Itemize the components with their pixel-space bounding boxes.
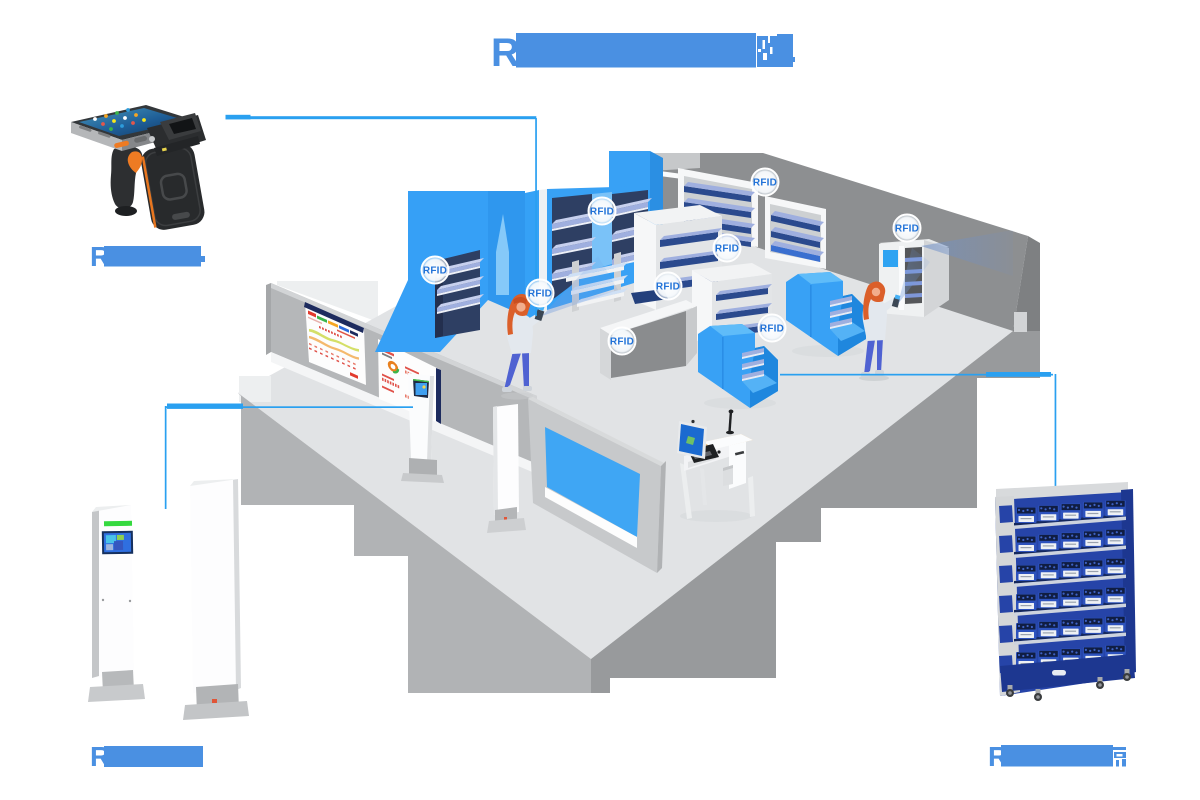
svg-text:R: R [491,31,520,75]
svg-text:RFID: RFID [610,337,634,348]
svg-text:RFID: RFID [656,282,680,293]
svg-text:RFID: RFID [895,224,919,235]
svg-text:RFID: RFID [715,244,739,255]
svg-text:RFID: RFID [423,266,447,277]
svg-text:RFID: RFID [760,324,784,335]
svg-text:RFID: RFID [528,289,552,300]
svg-text:RFID: RFID [753,178,777,189]
svg-text:RFID: RFID [590,207,614,218]
